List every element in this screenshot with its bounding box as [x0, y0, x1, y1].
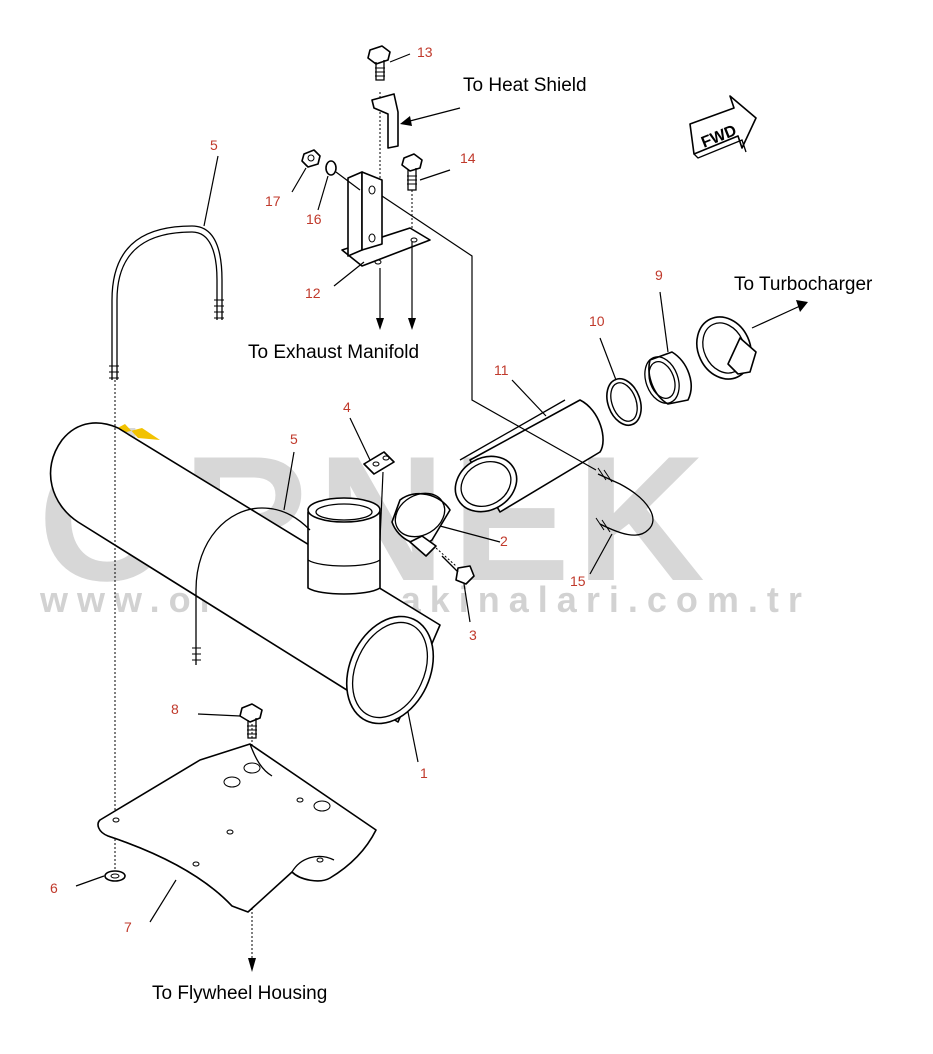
- caption-heat-shield: To Heat Shield: [463, 75, 587, 96]
- callout-6: 6: [50, 880, 58, 896]
- callout-17: 17: [265, 193, 281, 209]
- adapter-ring-9: [644, 351, 692, 405]
- callout-1: 1: [420, 765, 428, 781]
- callout-15: 15: [570, 573, 586, 589]
- nut-17: [301, 149, 321, 168]
- captions: To Heat Shield To Turbocharger To Exhaus…: [152, 75, 873, 1004]
- u-bolt-lower: [192, 507, 311, 665]
- plate-4: [363, 451, 395, 541]
- washer-16: [325, 160, 337, 176]
- callout-5-upper: 5: [210, 137, 218, 153]
- callout-leaders: [75, 53, 669, 923]
- u-bolt-15: [595, 467, 654, 536]
- callout-14: 14: [460, 150, 476, 166]
- callout-13: 13: [417, 44, 433, 60]
- callout-5-lower: 5: [290, 431, 298, 447]
- callout-9: 9: [655, 267, 663, 283]
- bolt-3: [435, 547, 475, 585]
- washer-lead: [335, 171, 361, 191]
- muffler: [49, 422, 441, 725]
- callout-11: 11: [494, 362, 509, 378]
- callout-3: 3: [469, 627, 477, 643]
- gasket-10: [606, 377, 642, 427]
- callout-2: 2: [500, 533, 508, 549]
- callout-16: 16: [306, 211, 322, 227]
- clamp-2: [391, 492, 451, 557]
- callouts: 1 2 3 4 5 5 6 7 8 9 10 11 12 13 14 15 16…: [50, 44, 663, 935]
- flywheel-arrow: [248, 958, 256, 972]
- caption-turbocharger: To Turbocharger: [734, 274, 873, 295]
- callout-7: 7: [124, 919, 132, 935]
- v-band-clamp: [696, 300, 808, 380]
- callout-12: 12: [305, 285, 321, 301]
- caption-flywheel-housing: To Flywheel Housing: [152, 983, 327, 1004]
- bracket: [341, 171, 431, 330]
- bolt-13: [367, 45, 391, 81]
- washer-6: [104, 870, 126, 882]
- callout-10: 10: [589, 313, 605, 329]
- bolt-14: [401, 153, 423, 191]
- exhaust-tube: [454, 399, 604, 513]
- fwd-arrow: FWD: [689, 95, 757, 159]
- callout-4: 4: [343, 399, 351, 415]
- heat-shield-bracket: [371, 93, 461, 149]
- u-bolt-upper: [109, 225, 224, 380]
- leader-11-12: [381, 195, 597, 471]
- watermark-url: www.ornekismakinalari.com.tr: [39, 579, 811, 620]
- caption-exhaust-manifold: To Exhaust Manifold: [248, 342, 419, 363]
- watermark-umlaut: [95, 424, 160, 440]
- bolt-8: [239, 703, 263, 739]
- callout-8: 8: [171, 701, 179, 717]
- mount-plate: [97, 743, 377, 913]
